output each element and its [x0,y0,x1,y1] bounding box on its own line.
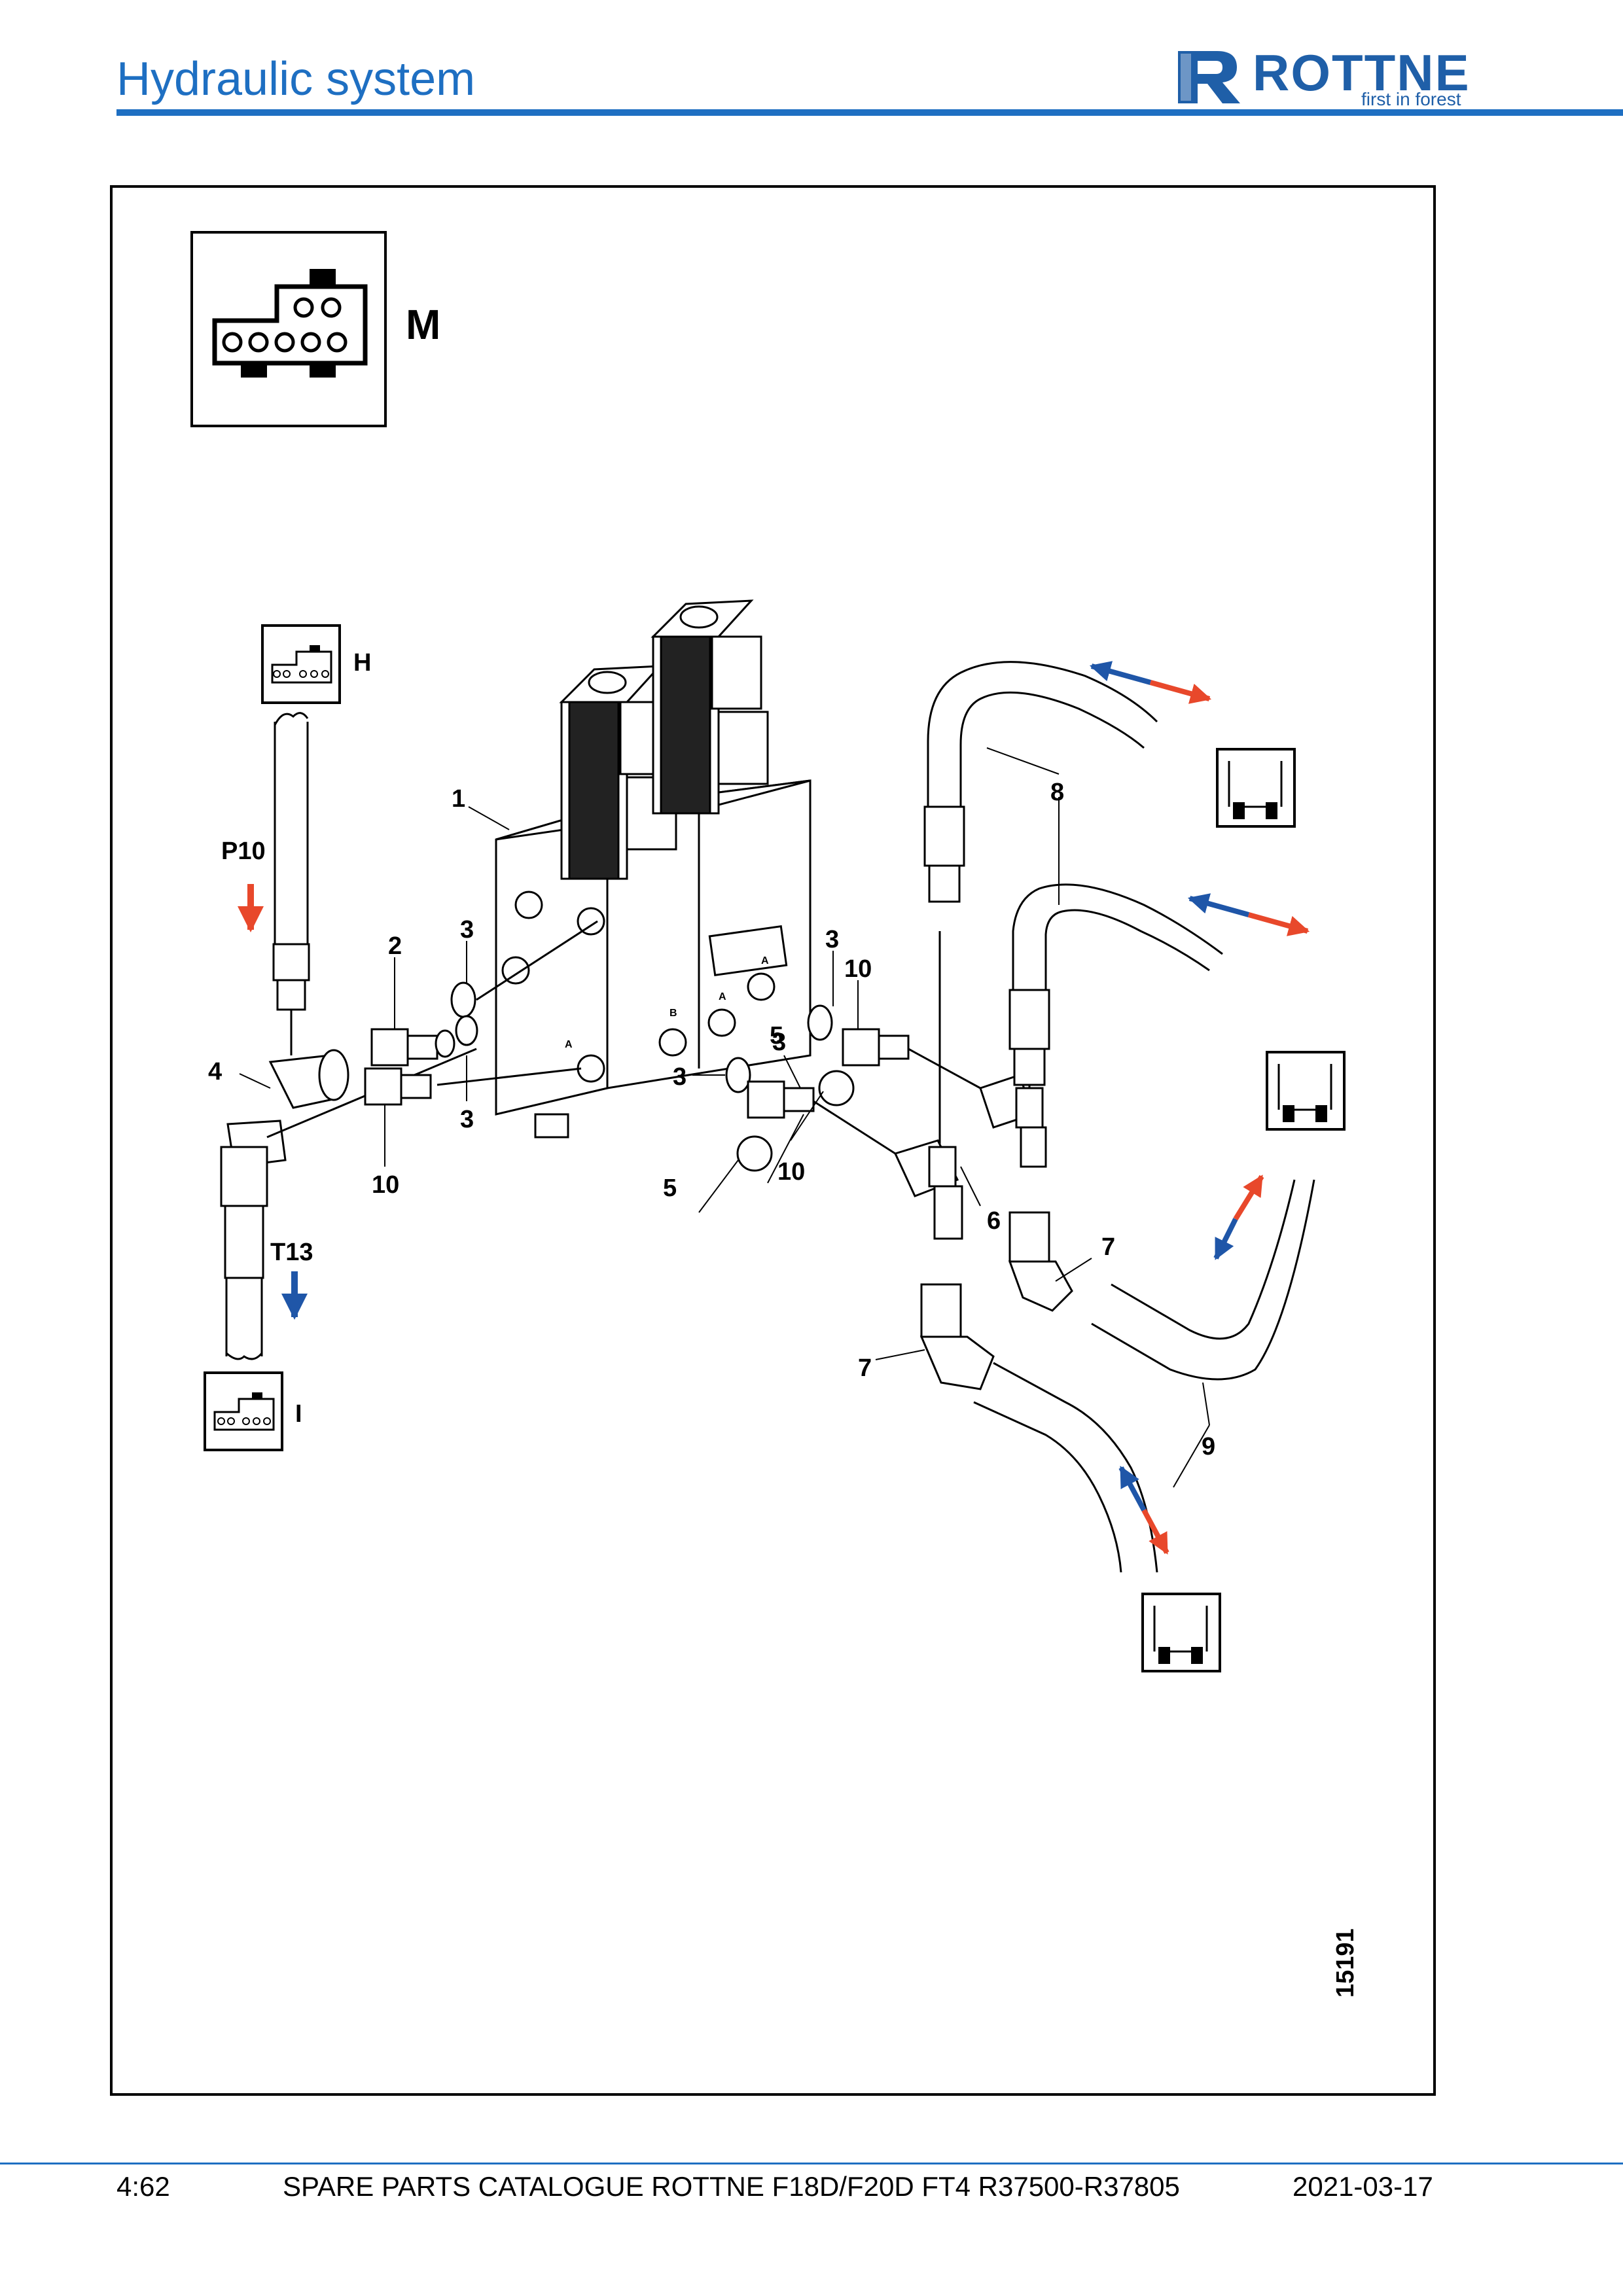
rottne-mark-icon [1178,51,1240,103]
drawing-frame [110,185,1436,2096]
exploded-view-drawing: M H I [190,231,1359,1998]
pressure-port-label: P10 [221,838,266,865]
page-number: 4:62 [116,2171,170,2202]
callout-3a: 3 [460,916,474,944]
callout-1: 1 [452,785,465,813]
tee-fittings [893,931,1047,1240]
elbow-fitting [220,1048,477,1360]
leader-lines [239,747,1210,1488]
connector-i-label: I [295,1400,302,1428]
brand-name: ROTTNE [1253,44,1471,101]
callout-7b: 7 [858,1354,872,1382]
machine-symbol-icons [1141,748,1346,1672]
port-letter-a2: A [719,991,726,1002]
page-title: Hydraulic system [116,53,476,105]
brand-tagline: first in forest [1361,89,1461,109]
view-label: M [406,301,440,348]
tank-port-label: T13 [270,1239,313,1266]
callout-10c: 10 [777,1158,805,1186]
callout-3b: 3 [460,1106,474,1133]
connector-h-label: H [353,649,371,677]
adapter-fittings-middle [725,1004,981,1172]
callout-5b: 5 [663,1174,677,1202]
callout-8: 8 [1050,779,1064,806]
flow-arrows [1089,661,1310,1555]
adapter-fittings-left [364,920,598,1106]
callout-6: 6 [987,1207,1001,1235]
callout-3e: 3 [772,1029,786,1056]
pressure-hose [272,712,310,1055]
callout-3d: 3 [673,1063,687,1091]
callout-7a: 7 [1101,1233,1115,1261]
header-divider [116,109,1623,116]
elbow-fittings-7 [919,1211,1073,1390]
port-letter-a1: A [565,1039,573,1050]
callout-4: 4 [208,1058,222,1086]
callout-2: 2 [388,932,402,960]
connector-h-icon [261,624,341,704]
connector-i-icon [204,1371,283,1451]
catalogue-title: SPARE PARTS CATALOGUE ROTTNE F18D/F20D F… [283,2171,1180,2202]
port-letter-a3: A [761,955,769,966]
catalogue-date: 2021-03-17 [1293,2171,1433,2202]
drawing-number: 15191 [1332,1928,1359,1998]
port-letter-b: B [669,1008,677,1019]
callout-5a: 5 [770,1022,783,1050]
callout-10a: 10 [372,1171,399,1199]
callout-3c: 3 [825,926,839,953]
footer-divider [0,2163,1623,2164]
view-m-connector-icon [190,231,387,427]
rottne-logo: ROTTNE first in forest [1171,38,1512,110]
hoses-8 [923,661,1223,1086]
callout-9: 9 [1202,1433,1215,1460]
valve-block [495,599,812,1139]
callout-10b: 10 [844,955,872,983]
